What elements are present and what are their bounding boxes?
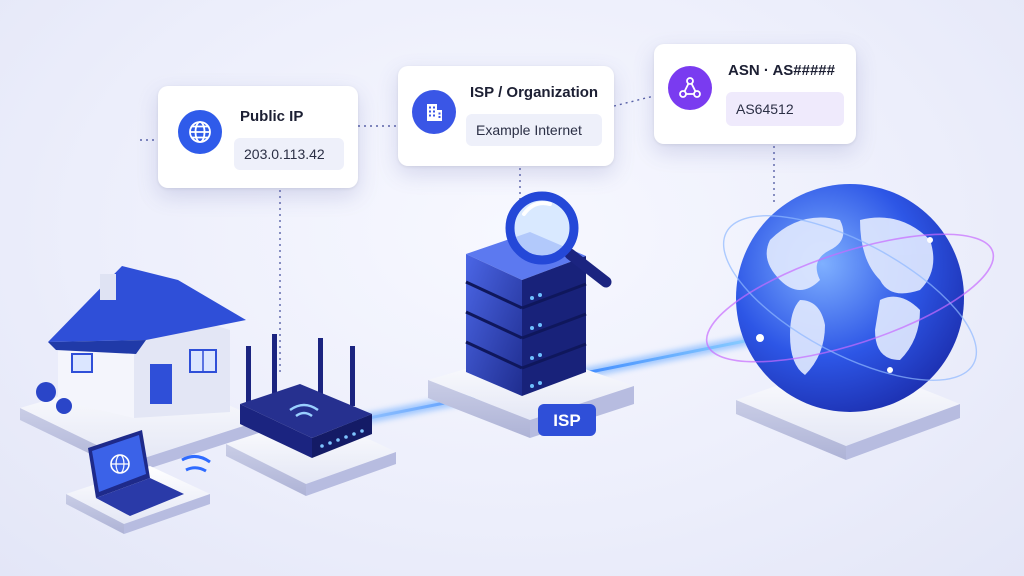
public-ip-card: Public IP 203.0.113.42 — [158, 86, 358, 188]
isp-label: ISP — [553, 411, 580, 430]
globe-icon — [178, 110, 222, 154]
house-illustration — [20, 266, 262, 474]
connector-lines — [140, 95, 775, 372]
isp-server-illustration — [428, 232, 634, 438]
isp-organization-card: ISP / Organization Example Internet — [398, 66, 614, 166]
isp-organization-title: ISP / Organization — [470, 84, 599, 101]
isp-organization-value: Example Internet — [466, 114, 602, 146]
asn-value: AS64512 — [726, 92, 844, 126]
public-ip-value: 203.0.113.42 — [234, 138, 344, 170]
network-nodes-icon — [668, 66, 712, 110]
building-icon — [412, 90, 456, 134]
public-ip-title: Public IP — [240, 108, 304, 125]
asn-card: ASN · AS##### AS64512 — [654, 44, 856, 144]
magnifier-icon — [505, 191, 612, 288]
asn-title: ASN · AS##### — [728, 62, 835, 79]
laptop-illustration — [66, 430, 211, 534]
router-illustration — [226, 334, 396, 496]
globe-illustration — [705, 184, 995, 460]
